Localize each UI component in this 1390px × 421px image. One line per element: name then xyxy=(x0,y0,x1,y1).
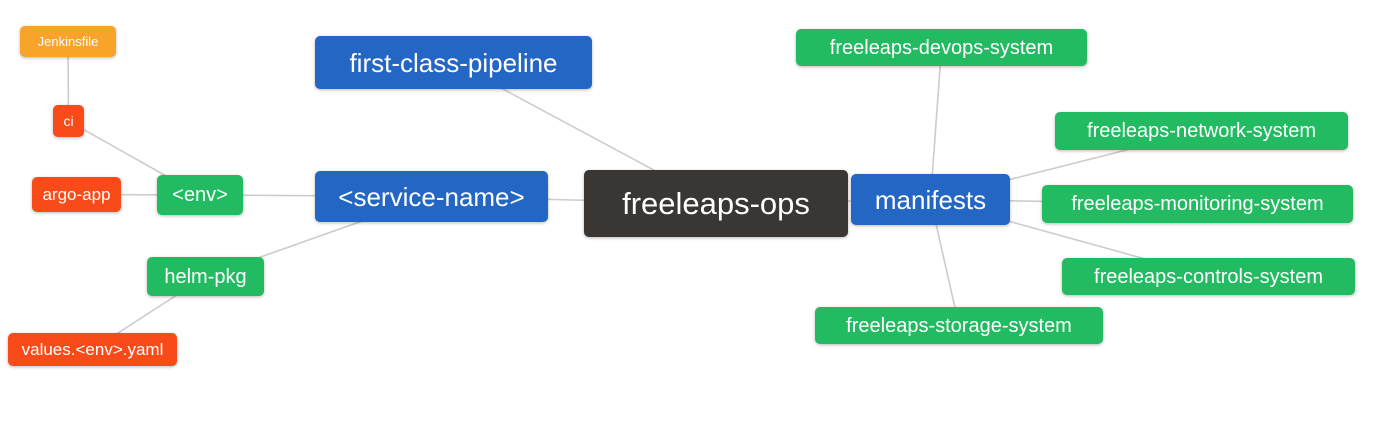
mindmap-node-monitoring-system[interactable]: freeleaps-monitoring-system xyxy=(1042,185,1353,223)
mindmap-node-devops-system[interactable]: freeleaps-devops-system xyxy=(796,29,1087,66)
mindmap-node-ci[interactable]: ci xyxy=(53,105,84,137)
mindmap-node-storage-system[interactable]: freeleaps-storage-system xyxy=(815,307,1103,344)
mindmap-node-network-system[interactable]: freeleaps-network-system xyxy=(1055,112,1348,150)
mindmap-node-values-env-yaml[interactable]: values.<env>.yaml xyxy=(8,333,177,366)
mindmap-node-first-class-pipeline[interactable]: first-class-pipeline xyxy=(315,36,592,89)
mindmap-node-service-name[interactable]: <service-name> xyxy=(315,171,548,222)
mindmap-node-manifests[interactable]: manifests xyxy=(851,174,1010,225)
mindmap-node-freeleaps-ops[interactable]: freeleaps-ops xyxy=(584,170,848,237)
mindmap-node-helm-pkg[interactable]: helm-pkg xyxy=(147,257,264,296)
mindmap-node-jenkinsfile[interactable]: Jenkinsfile xyxy=(20,26,116,57)
mindmap-node-argo-app[interactable]: argo-app xyxy=(32,177,121,212)
mindmap-node-controls-system[interactable]: freeleaps-controls-system xyxy=(1062,258,1355,295)
mindmap-node-env[interactable]: <env> xyxy=(157,175,243,215)
